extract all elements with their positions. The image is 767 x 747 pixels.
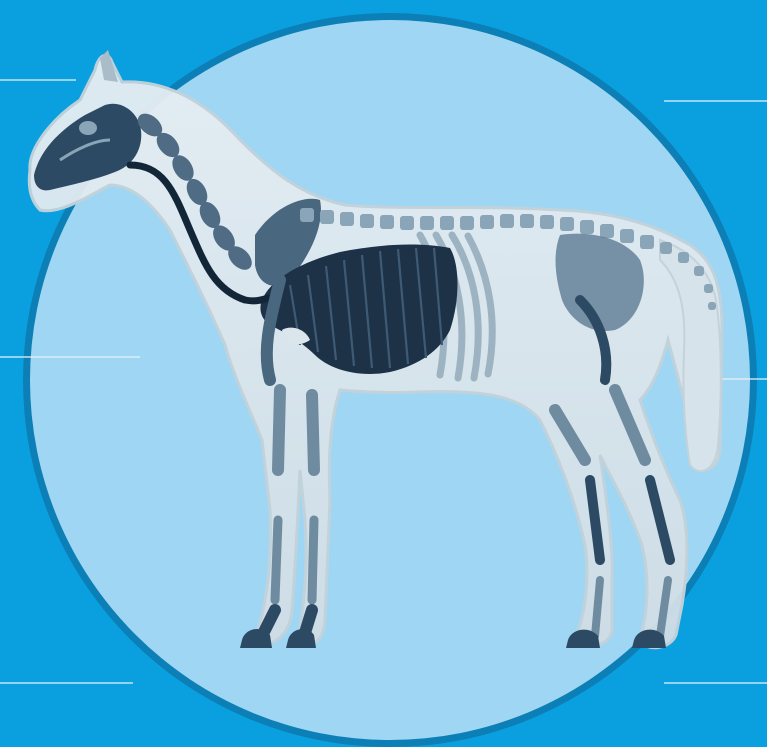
eye-socket	[79, 121, 97, 135]
